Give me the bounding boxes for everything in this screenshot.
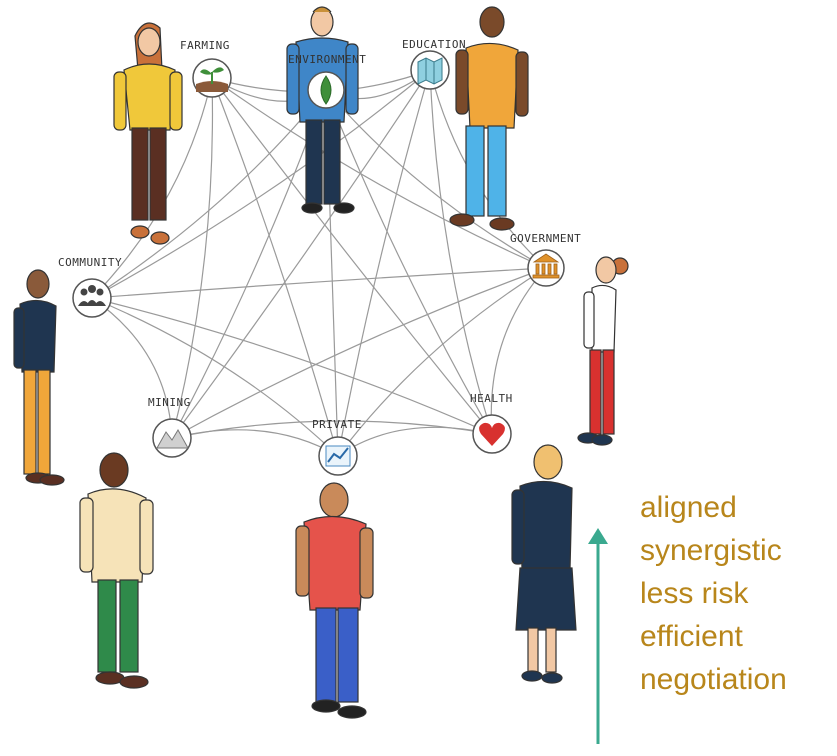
node-label-government: GOVERNMENT (510, 232, 581, 245)
sprout-icon (196, 67, 228, 92)
connection-line (91, 297, 173, 439)
leaf-icon (320, 75, 332, 105)
connection-line (211, 77, 493, 435)
connection-line (337, 69, 431, 457)
institution-icon (532, 253, 560, 279)
trend-chart-icon (325, 445, 351, 467)
node-farming: FARMING (180, 39, 232, 98)
mountain-icon (156, 429, 189, 449)
connection-line (91, 297, 339, 457)
outcome-synergistic: synergistic (640, 534, 782, 567)
node-label-mining: MINING (148, 396, 191, 409)
connection-line (171, 89, 327, 439)
outcomes-list: aligned synergistic less risk efficient … (640, 486, 787, 701)
person-woman-yellow-top (113, 22, 183, 245)
connection-line (91, 77, 213, 299)
arrowhead-up-icon (588, 528, 608, 544)
connection-line (337, 267, 547, 457)
map-icon (417, 57, 443, 85)
person-man-navy-sweater (13, 269, 65, 486)
outcome-less-risk: less risk (640, 577, 749, 610)
node-private: PRIVATE (312, 418, 362, 476)
connection-line (171, 69, 431, 439)
outcome-efficient: efficient (640, 620, 743, 653)
connection-line (211, 77, 547, 269)
connection-line (91, 89, 327, 299)
connection-line (171, 267, 547, 439)
node-mining: MINING (148, 396, 192, 458)
node-community: COMMUNITY (58, 256, 122, 318)
person-man-cream-sweater (79, 452, 154, 689)
node-label-health: HEALTH (470, 392, 513, 405)
connection-line (490, 267, 547, 435)
node-environment: ENVIRONMENT (288, 53, 366, 109)
person-man-blue-shirt (286, 6, 359, 214)
node-label-farming: FARMING (180, 39, 230, 52)
node-government: GOVERNMENT (510, 232, 581, 287)
node-label-private: PRIVATE (312, 418, 362, 431)
connection-line (325, 89, 547, 269)
outcome-negotiation: negotiation (640, 663, 787, 696)
connection-line (91, 69, 431, 299)
connection-line (211, 77, 339, 457)
connection-line (91, 267, 547, 299)
people-group-icon (78, 285, 106, 306)
outcome-aligned: aligned (640, 491, 737, 524)
person-woman-navy-dress (511, 444, 577, 684)
node-label-education: EDUCATION (402, 38, 466, 51)
connection-line (429, 69, 493, 435)
node-label-community: COMMUNITY (58, 256, 122, 269)
connection-line (337, 426, 493, 457)
node-education: EDUCATION (402, 38, 466, 90)
person-man-orange-shirt (449, 6, 529, 231)
person-man-red-shirt (295, 482, 374, 719)
node-health: HEALTH (470, 392, 513, 454)
heart-icon (479, 422, 505, 446)
connection-line (171, 77, 214, 439)
connection-line (91, 297, 493, 435)
person-woman-red-trousers (577, 256, 629, 446)
node-label-environment: ENVIRONMENT (288, 53, 366, 66)
upward-arrow (588, 528, 608, 744)
